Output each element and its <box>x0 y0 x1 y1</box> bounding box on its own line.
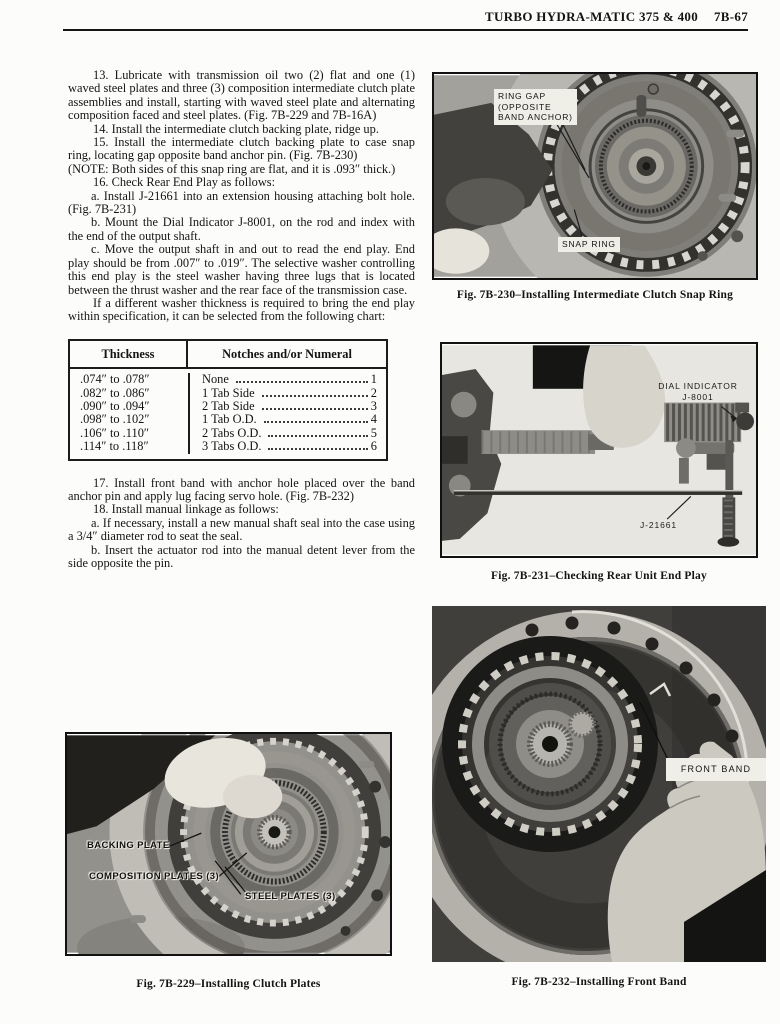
chart-row: .106″ to .110″ 2 Tabs O.D. 5 <box>70 425 386 441</box>
paragraph-note: (NOTE: Both sides of this snap ring are … <box>68 161 396 176</box>
chart-row: .114″ to .118″ 3 Tabs O.D. 6 <box>70 439 386 454</box>
dot-leader <box>235 381 368 384</box>
chart-cell-notches: 2 Tabs O.D. <box>202 425 262 440</box>
thickness-chart-body: .074″ to .078″ None 1 .082″ to .086″ 1 Ta… <box>70 369 386 458</box>
chart-cell-notches: None <box>202 372 229 387</box>
figure-7b-230-caption: Fig. 7B-230–Installing Intermediate Clut… <box>456 289 734 301</box>
figure-7b-231: DIAL INDICATOR J-8001 J-21661 Fig. 7B-23… <box>440 342 758 582</box>
case-details <box>130 761 390 936</box>
chart-row: .082″ to .086″ 1 Tab Side 2 <box>70 385 386 400</box>
chart-row: .090″ to .094″ 2 Tab Side 3 <box>70 398 386 414</box>
paragraph-step-18: 18. Install manual linkage as follows: <box>93 502 279 517</box>
sleeve <box>684 870 766 962</box>
chart-header-thickness: Thickness <box>101 346 155 361</box>
chart-cell-thickness: .114″ to .118″ <box>80 439 149 454</box>
label-backing-plate: BACKING PLATE <box>87 840 170 851</box>
paragraph-step-15: 15. Install the intermediate clutch back… <box>68 135 415 163</box>
chart-cell-numeral: 1 <box>370 372 377 387</box>
chart-cell-thickness: .106″ to .110″ <box>80 425 150 440</box>
label-front-band: FRONT BAND <box>666 758 766 781</box>
label-leader-line <box>639 701 673 769</box>
chart-cell-notches: 1 Tab O.D. <box>202 412 257 427</box>
case-ring <box>109 734 390 954</box>
vertical-tool <box>717 497 740 547</box>
clutch-snap-ring-illustration <box>434 74 756 278</box>
figure-7b-232: FRONT BAND Fig. 7B-232–Installing Front … <box>432 606 766 988</box>
paragraph-step-14: 14. Install the intermediate clutch back… <box>93 121 379 136</box>
header-rule <box>63 29 748 31</box>
chart-cell-notches: 3 Tabs O.D. <box>202 439 262 454</box>
hand <box>583 345 666 448</box>
paragraph-step-17: 17. Install front band with anchor hole … <box>68 475 415 503</box>
figure-7b-231-photo: DIAL INDICATOR J-8001 J-21661 <box>440 342 758 558</box>
paragraph-step-18a: a. If necessary, install a new manual sh… <box>68 515 415 544</box>
label-steel-plates: STEEL PLATES (3) <box>245 891 336 902</box>
label-snap-ring: SNAP RING <box>558 237 620 252</box>
chart-cell-thickness: .082″ to .086″ <box>80 385 150 400</box>
clutch-plates-illustration <box>67 734 390 954</box>
header-title: TURBO HYDRA-MATIC 375 & 400 <box>485 9 698 24</box>
label-leader-lines <box>666 406 738 520</box>
chart-row: .098″ to .102″ 1 Tab O.D. 4 <box>70 412 386 427</box>
thickness-chart-header: Thickness Notches and/or Numeral <box>70 340 386 370</box>
chart-row: .074″ to .078″ None 1 <box>70 372 386 387</box>
dot-leader <box>261 394 368 397</box>
figure-7b-232-photo: FRONT BAND <box>432 606 766 962</box>
label-j21661: J-21661 <box>640 520 678 530</box>
chart-cell-notches: 2 Tab Side <box>202 398 255 413</box>
dot-leader <box>268 448 368 451</box>
thickness-chart: Thickness Notches and/or Numeral .074″ t… <box>68 338 388 461</box>
chart-cell-numeral: 6 <box>370 439 377 454</box>
chart-cell-numeral: 3 <box>370 398 377 413</box>
front-band-illustration <box>432 606 766 962</box>
paragraph-step-16b: b. Mount the Dial Indicator J-8001, on t… <box>68 215 415 243</box>
paragraph-step-18b: b. Insert the actuator rod into the manu… <box>68 542 415 570</box>
figure-7b-229: BACKING PLATE COMPOSITION PLATES (3) STE… <box>65 732 392 990</box>
dial-indicator <box>664 402 755 498</box>
body-text-column: 13. Lubricate with transmission oil two … <box>68 68 415 570</box>
figure-7b-229-photo: BACKING PLATE COMPOSITION PLATES (3) STE… <box>65 732 392 956</box>
paragraph-step-16: 16. Check Rear End Play as follows: <box>93 175 276 190</box>
end-play-check-illustration <box>442 345 756 555</box>
dot-leader <box>261 407 368 410</box>
chart-header-notches: Notches and/or Numeral <box>186 340 386 368</box>
case-flange-details <box>636 83 745 261</box>
page-header: TURBO HYDRA-MATIC 375 & 400 7B-67 <box>300 9 748 25</box>
label-ring-gap: RING GAP (OPPOSITE BAND ANCHOR) <box>494 89 577 125</box>
cloth-hand <box>164 738 283 819</box>
case-ring <box>432 611 766 962</box>
paragraph-step-16c: c. Move the output shaft in and out to r… <box>68 242 415 297</box>
figure-7b-232-caption: Fig. 7B-232–Installing Front Band <box>511 976 687 988</box>
label-leader-lines <box>167 832 250 897</box>
header-page-number: 7B-67 <box>714 9 748 24</box>
dot-leader <box>263 421 368 424</box>
chart-cell-notches: 1 Tab Side <box>202 385 255 400</box>
chart-cell-thickness: .074″ to .078″ <box>80 372 150 387</box>
figure-7b-230: RING GAP (OPPOSITE BAND ANCHOR) SNAP RIN… <box>432 72 758 301</box>
clutch-drum <box>442 636 658 852</box>
label-composition-plates: COMPOSITION PLATES (3) <box>89 871 220 882</box>
figure-7b-230-photo: RING GAP (OPPOSITE BAND ANCHOR) SNAP RIN… <box>432 72 758 280</box>
rod-j21661 <box>453 489 743 495</box>
paragraph-chart-intro: If a different washer thickness is requi… <box>68 295 415 324</box>
label-dial-indicator: DIAL INDICATOR J-8001 <box>658 381 738 402</box>
chart-cell-thickness: .098″ to .102″ <box>80 412 150 427</box>
paragraph-step-16a: a. Install J-21661 into an extension hou… <box>68 188 415 217</box>
chart-cell-numeral: 5 <box>370 425 377 440</box>
hand-silhouette <box>434 102 553 274</box>
chart-cell-numeral: 4 <box>370 412 377 427</box>
chart-cell-thickness: .090″ to .094″ <box>80 398 150 413</box>
dot-leader <box>268 434 368 437</box>
figure-7b-229-caption: Fig. 7B-229–Installing Clutch Plates <box>136 978 321 990</box>
figure-7b-231-caption: Fig. 7B-231–Checking Rear Unit End Play <box>491 570 707 582</box>
paragraph-step-13: 13. Lubricate with transmission oil two … <box>68 68 415 123</box>
chart-cell-numeral: 2 <box>370 385 377 400</box>
